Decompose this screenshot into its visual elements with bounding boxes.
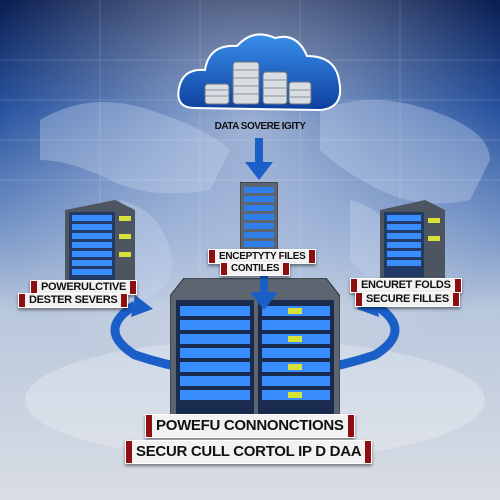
cloud-title: DATA SOVERE IGITY (214, 121, 306, 132)
server-rack-left (65, 200, 135, 285)
down-arrow-icon-2 (250, 270, 278, 310)
cloud-icon (177, 33, 342, 112)
label-left-1: POWERULCTIVE (30, 280, 138, 295)
label-right-2: SECURE FILLES (355, 292, 460, 307)
label-bottom-1: POWEFU CONNONCTIONS (145, 414, 355, 438)
down-arrow-icon (245, 138, 273, 180)
label-left-2: DESTER SEVERS (18, 293, 129, 308)
server-rack-right (380, 200, 445, 280)
label-bottom-2: SECUR CULL CORTOL IP D DAA (125, 440, 373, 464)
label-center-top-2: CONTILES (220, 262, 291, 276)
label-right-1: ENCURET FOLDS (350, 278, 462, 293)
server-rack-main (170, 278, 340, 418)
server-rack-center-small (240, 182, 278, 252)
